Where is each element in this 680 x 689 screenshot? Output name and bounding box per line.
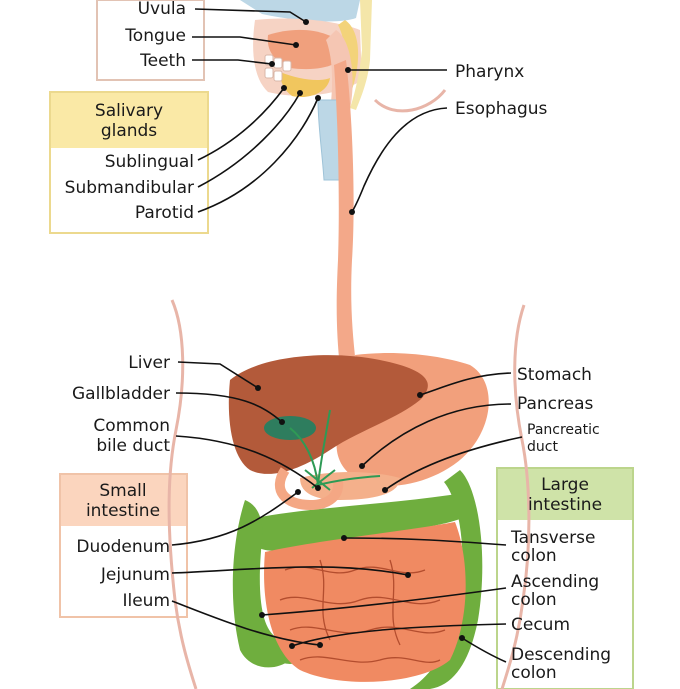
large-intestine-header-bg (497, 468, 633, 520)
label-pharynx: Pharynx (455, 62, 524, 82)
transverse-colon (244, 494, 474, 551)
label-liver: Liver (128, 353, 170, 373)
label-common-bile-line1: Common (93, 416, 170, 436)
small-intestine-box (59, 473, 188, 618)
label-jejunum: Jejunum (100, 565, 170, 585)
label-transverse-line1: Tansverse (510, 528, 595, 548)
labels: Uvula Tongue Teeth Pharynx Esophagus Sal… (65, 0, 611, 683)
body-outline (167, 89, 531, 689)
salivary-gland-lower (280, 72, 330, 98)
label-teeth: Teeth (139, 51, 186, 71)
label-duodenum: Duodenum (76, 537, 170, 557)
large-intestine-box (496, 467, 634, 689)
label-common-bile-line2: bile duct (96, 436, 170, 456)
small-intestine-header-bg (60, 474, 187, 526)
ascending-colon (232, 500, 290, 668)
salivary-header-line1: Salivary (95, 101, 163, 121)
nasal-cavity (240, 0, 360, 22)
label-ascending-line2: colon (511, 590, 557, 610)
descending-colon (410, 470, 483, 689)
salivary-header-bg (50, 92, 208, 148)
leader-lines (171, 8, 523, 663)
label-descending-line1: Descending (511, 645, 611, 665)
small-intestine (264, 522, 466, 682)
label-transverse-line2: colon (511, 546, 557, 566)
small-header-line1: Small (99, 481, 146, 501)
label-pancreas: Pancreas (517, 394, 594, 414)
label-parotid: Parotid (135, 203, 194, 223)
duodenum (275, 467, 344, 511)
label-gallbladder: Gallbladder (72, 384, 170, 404)
label-uvula: Uvula (138, 0, 186, 19)
label-stomach: Stomach (517, 365, 592, 385)
salivary-glands-box (49, 91, 209, 234)
esophagus-tube (334, 60, 356, 368)
label-tongue: Tongue (124, 26, 186, 46)
label-ileum: Ileum (122, 591, 170, 611)
teeth (264, 54, 292, 82)
label-sublingual: Sublingual (105, 152, 194, 172)
upper-label-box (96, 0, 205, 81)
label-esophagus: Esophagus (455, 99, 548, 119)
label-cecum: Cecum (511, 615, 570, 635)
large-header-line1: Large (541, 475, 589, 495)
head-mouth-illustration (240, 0, 372, 181)
label-pancreatic-line1: Pancreatic (527, 422, 600, 438)
large-header-line2: intestine (528, 495, 602, 515)
label-submandibular: Submandibular (65, 178, 194, 198)
label-ascending-line1: Ascending (511, 572, 599, 592)
label-descending-line2: colon (511, 663, 557, 683)
small-header-line2: intestine (86, 501, 160, 521)
bile-ducts (289, 409, 381, 491)
label-pancreatic-line2: duct (527, 439, 558, 455)
salivary-header-line2: glands (101, 121, 157, 141)
